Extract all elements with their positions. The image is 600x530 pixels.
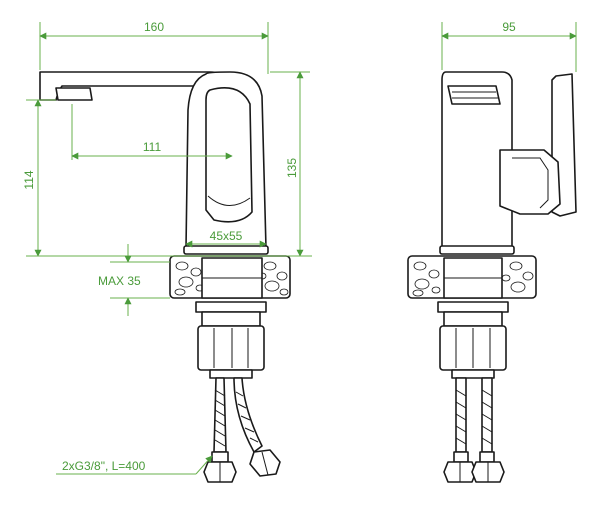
hose-nut-facet: [261, 451, 269, 476]
side-nut: [197, 325, 265, 371]
side-hose-ferrule-left: [211, 451, 229, 463]
hose-leader-arrow: [195, 455, 213, 475]
dimension-lines: [26, 22, 577, 475]
hose-spec-label: 2xG3/8", L=400: [62, 459, 146, 473]
front-hose-braid: [455, 389, 493, 445]
front-nut-bottom: [451, 369, 495, 379]
front-hose-ferrule-left: [453, 451, 469, 463]
front-lever-detail: [512, 157, 549, 209]
spout-aerator: [55, 87, 93, 101]
front-spout-outlet: [447, 85, 501, 105]
side-hose-braid: [214, 389, 259, 447]
side-view: [39, 71, 291, 483]
dim-handle-label: 45x55: [210, 229, 243, 243]
front-thread: [443, 311, 503, 327]
dim-width-front-label: 95: [502, 20, 516, 34]
handle-lower-curve: [207, 195, 251, 206]
side-base-flange: [183, 245, 269, 255]
front-lever-stem: [499, 149, 561, 215]
side-nut-top: [195, 301, 267, 313]
dim-base-height-label: 114: [22, 170, 36, 189]
dim-width-side-label: 160: [144, 20, 164, 34]
front-nut-top: [437, 301, 509, 313]
front-stone-texture: [412, 261, 534, 297]
front-hose-ferrule-right: [479, 451, 495, 463]
dim-spout-reach-label: 111: [143, 140, 162, 154]
front-base-flange: [439, 245, 515, 255]
side-thread: [201, 311, 261, 327]
front-view: [407, 71, 577, 483]
side-hose-right: [233, 377, 263, 453]
dim-max-label: MAX 35: [98, 274, 141, 288]
side-nut-bottom: [209, 369, 253, 379]
dim-total-height-label: 135: [285, 158, 299, 178]
